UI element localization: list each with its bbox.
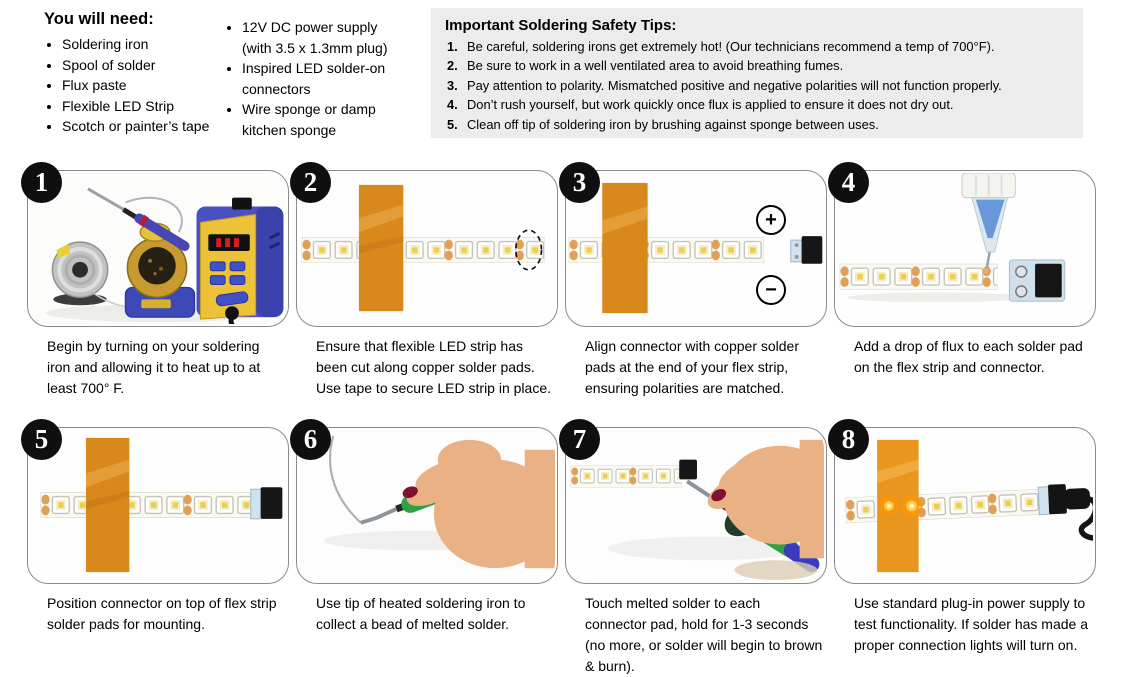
material-item: Wire sponge or damp kitchen sponge (242, 99, 400, 140)
step-7-frame: 7 (559, 419, 827, 584)
step-number-badge: 8 (828, 419, 869, 460)
step-number-badge: 4 (828, 162, 869, 203)
step-number-badge: 5 (21, 419, 62, 460)
led-strip-graphic (40, 492, 252, 518)
soldering-station-photo (30, 173, 286, 324)
connector-graphic (250, 487, 283, 520)
safety-tips-list: 1. Be careful, soldering irons get extrem… (445, 37, 1069, 134)
material-item: Inspired LED solder-on connectors (242, 58, 400, 99)
step-caption: Add a drop of flux to each solder pad on… (854, 338, 1083, 375)
material-item: Flux paste (62, 75, 220, 96)
materials-title: You will need: (44, 10, 154, 28)
step-1-frame: 1 (21, 162, 289, 327)
material-item: 12V DC power supply (with 3.5 x 1.3mm pl… (242, 17, 400, 58)
safety-tip: 5. Clean off tip of soldering iron by bru… (445, 115, 1069, 134)
step-panel-4: 4 (828, 162, 1096, 399)
tape-graphic (602, 182, 648, 314)
step-caption: Use tip of heated soldering iron to coll… (316, 595, 526, 632)
power-supply-test-photo (837, 430, 1093, 581)
step-caption: Use standard plug-in power supply to tes… (854, 595, 1088, 653)
connector-positioned-photo (30, 430, 286, 581)
tip-text: Clean off tip of soldering iron by brush… (467, 116, 879, 132)
step-number-badge: 6 (290, 419, 331, 460)
tip-number: 5. (447, 116, 458, 132)
step-3-frame: 3 + − (559, 162, 827, 327)
hand-graphic (707, 439, 824, 559)
hand-graphic (402, 439, 555, 569)
tip-text: Pay attention to polarity. Mismatched po… (467, 77, 1002, 93)
minus-polarity-badge: − (756, 275, 786, 305)
step-caption: Begin by turning on your soldering iron … (47, 338, 261, 396)
solder-bead-on-iron-photo (299, 430, 555, 581)
flux-application-photo (837, 173, 1093, 324)
step-panel-2: 2 (290, 162, 558, 399)
tip-number: 2. (447, 58, 458, 74)
step-8-frame: 8 (828, 419, 1096, 584)
step-caption: Position connector on top of flex strip … (47, 595, 277, 632)
taped-led-strip-with-cut-point-photo (299, 173, 555, 324)
step-panel-8: 8 (828, 419, 1096, 677)
solder-wire-graphic (329, 435, 362, 524)
tape-graphic (85, 437, 130, 573)
safety-tip: 3. Pay attention to polarity. Mismatched … (445, 76, 1069, 95)
step-panel-6: 6 (290, 419, 558, 677)
cut-point-highlight (514, 229, 543, 271)
tip-number: 3. (447, 77, 458, 93)
safety-tip: 4. Don’t rush yourself, but work quickly … (445, 95, 1069, 114)
material-item: Scotch or painter’s tape (62, 116, 220, 137)
connector-graphic (679, 459, 697, 480)
tip-text: Don’t rush yourself, but work quickly on… (467, 97, 954, 113)
step-panel-3: 3 + − (559, 162, 827, 399)
connector-graphic (1037, 484, 1067, 516)
tip-text: Be sure to work in a well ventilated are… (467, 58, 844, 74)
tip-text: Be careful, soldering irons get extremel… (467, 39, 995, 54)
step-caption: Touch melted solder to each connector pa… (585, 595, 823, 674)
materials-columns: Soldering iron Spool of solder Flux past… (44, 19, 424, 140)
connector-graphic (790, 236, 823, 264)
step-number-badge: 3 (559, 162, 600, 203)
materials-list-column-1: Soldering iron Spool of solder Flux past… (44, 34, 220, 137)
led-strip-graphic (570, 465, 682, 488)
led-strip-graphic (839, 263, 998, 290)
tip-number: 4. (447, 97, 458, 113)
tip-number: 1. (447, 39, 458, 54)
step-panel-1: 1 (21, 162, 289, 399)
lit-led-glow-graphic (879, 495, 923, 517)
material-item: Spool of solder (62, 55, 220, 76)
step-2-frame: 2 (290, 162, 558, 327)
soldering-iron-graphic (87, 187, 190, 251)
steps-grid: 1 (21, 162, 1096, 677)
tape-graphic (358, 184, 404, 312)
material-item: Soldering iron (62, 34, 220, 55)
connector-alignment-photo: + − (568, 173, 824, 324)
safety-tips-title: Important Soldering Safety Tips: (445, 17, 677, 34)
step-number-badge: 2 (290, 162, 331, 203)
connector-graphic (1008, 259, 1066, 302)
materials-list-column-2: 12V DC power supply (with 3.5 x 1.3mm pl… (224, 17, 400, 140)
step-5-frame: 5 (21, 419, 289, 584)
materials-section: You will need: Soldering iron Spool of s… (44, 10, 424, 140)
step-4-frame: 4 (828, 162, 1096, 327)
led-strip-graphic (301, 237, 545, 263)
flux-syringe-graphic (961, 173, 1016, 274)
material-item: Flexible LED Strip (62, 96, 220, 117)
step-6-frame: 6 (290, 419, 558, 584)
safety-tip: 2. Be sure to work in a well ventilated a… (445, 56, 1069, 75)
soldering-connector-pads-photo (568, 430, 824, 581)
step-number-badge: 7 (559, 419, 600, 460)
step-panel-7: 7 (559, 419, 827, 677)
soldering-station-unit-graphic (196, 197, 284, 324)
led-strip-graphic (568, 237, 765, 263)
plus-polarity-badge: + (756, 205, 786, 235)
solder-spool-graphic (51, 241, 187, 316)
safety-tip: 1. Be careful, soldering irons get extrem… (445, 37, 1069, 56)
step-caption: Align connector with copper solder pads … (585, 338, 800, 396)
step-number-badge: 1 (21, 162, 62, 203)
step-caption: Ensure that flexible LED strip has been … (316, 338, 552, 396)
power-plug-graphic (1064, 488, 1093, 541)
safety-tips-box: Important Soldering Safety Tips: 1. Be ca… (431, 8, 1083, 138)
step-panel-5: 5 (21, 419, 289, 677)
